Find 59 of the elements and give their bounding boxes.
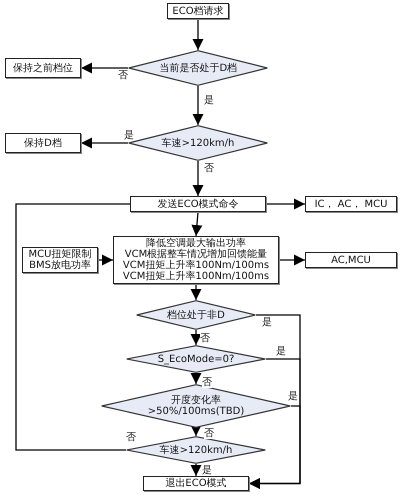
- node-text: ECO档请求: [172, 6, 224, 16]
- node-text: VCM扭矩上升率100Nm/100ms: [122, 271, 270, 282]
- node-text: S_EcoMode=0?: [158, 354, 234, 364]
- node-text: 保持之前档位: [13, 62, 73, 74]
- edge-label: 否: [126, 432, 136, 443]
- arrow: [190, 425, 202, 436]
- arrow: [249, 405, 301, 489]
- decision-diamond: [126, 345, 266, 373]
- node-text: 车速>120km/h: [162, 138, 234, 148]
- decision-diamond: [136, 300, 256, 330]
- edge-label: 否: [200, 333, 210, 344]
- node-text: IC， AC， MCU: [314, 198, 388, 210]
- process-box: [305, 196, 397, 212]
- connector-line: [15, 203, 130, 451]
- edge-label: 是: [288, 391, 298, 402]
- arrow: [191, 212, 202, 236]
- node-text: MCU扭矩限制: [28, 249, 92, 260]
- arrow: [192, 161, 204, 196]
- arrow: [266, 198, 305, 210]
- edge-label: 否: [202, 377, 212, 388]
- arrow: [190, 464, 202, 476]
- node-text: 退出ECO模式: [165, 478, 227, 489]
- arrow: [279, 254, 305, 266]
- process-box: [5, 58, 81, 78]
- arrow: [81, 138, 128, 148]
- node-text: BMS放电功率: [29, 260, 91, 271]
- process-box: [130, 196, 266, 212]
- edge-label: 否: [118, 70, 128, 81]
- arrow: [192, 19, 204, 50]
- process-box: [167, 3, 229, 19]
- decision-diamond: [128, 50, 268, 86]
- edge-label: 是: [124, 130, 134, 141]
- node-text: AC,MCU: [331, 254, 371, 266]
- arrow: [81, 62, 128, 74]
- node-text: VCM根据整车情况增加回馈能量: [124, 249, 268, 260]
- node-text: 发送ECO模式命令: [157, 198, 239, 210]
- arrow: [98, 254, 113, 266]
- process-box: [22, 247, 98, 273]
- arrow: [190, 330, 202, 345]
- node-text: 保持D档: [24, 138, 62, 148]
- edge-label: 是: [202, 465, 212, 476]
- node-text: 档位处于非D: [167, 310, 225, 320]
- node-text: 降低空调最大输出功率: [146, 238, 246, 249]
- node-text: 开度变化率 >50%/100ms(TBD): [146, 395, 246, 417]
- arrow: [190, 373, 202, 384]
- node-text: VCM扭矩上升率100Nm/100ms: [122, 260, 270, 271]
- process-box: [5, 133, 81, 153]
- edge-label: 是: [204, 95, 214, 106]
- node-text: 车速>120km/h: [160, 444, 232, 456]
- edge-label: 否: [204, 163, 214, 174]
- edge-label: 是: [262, 317, 272, 328]
- arrow: [190, 284, 202, 300]
- node-text: 当前是否处于D档: [160, 62, 236, 74]
- edge-label: 是: [276, 346, 286, 357]
- process-box: [113, 236, 279, 284]
- edge-label: 否: [204, 428, 214, 439]
- process-box: [143, 476, 249, 491]
- process-box: [305, 252, 397, 268]
- arrow: [192, 86, 204, 125]
